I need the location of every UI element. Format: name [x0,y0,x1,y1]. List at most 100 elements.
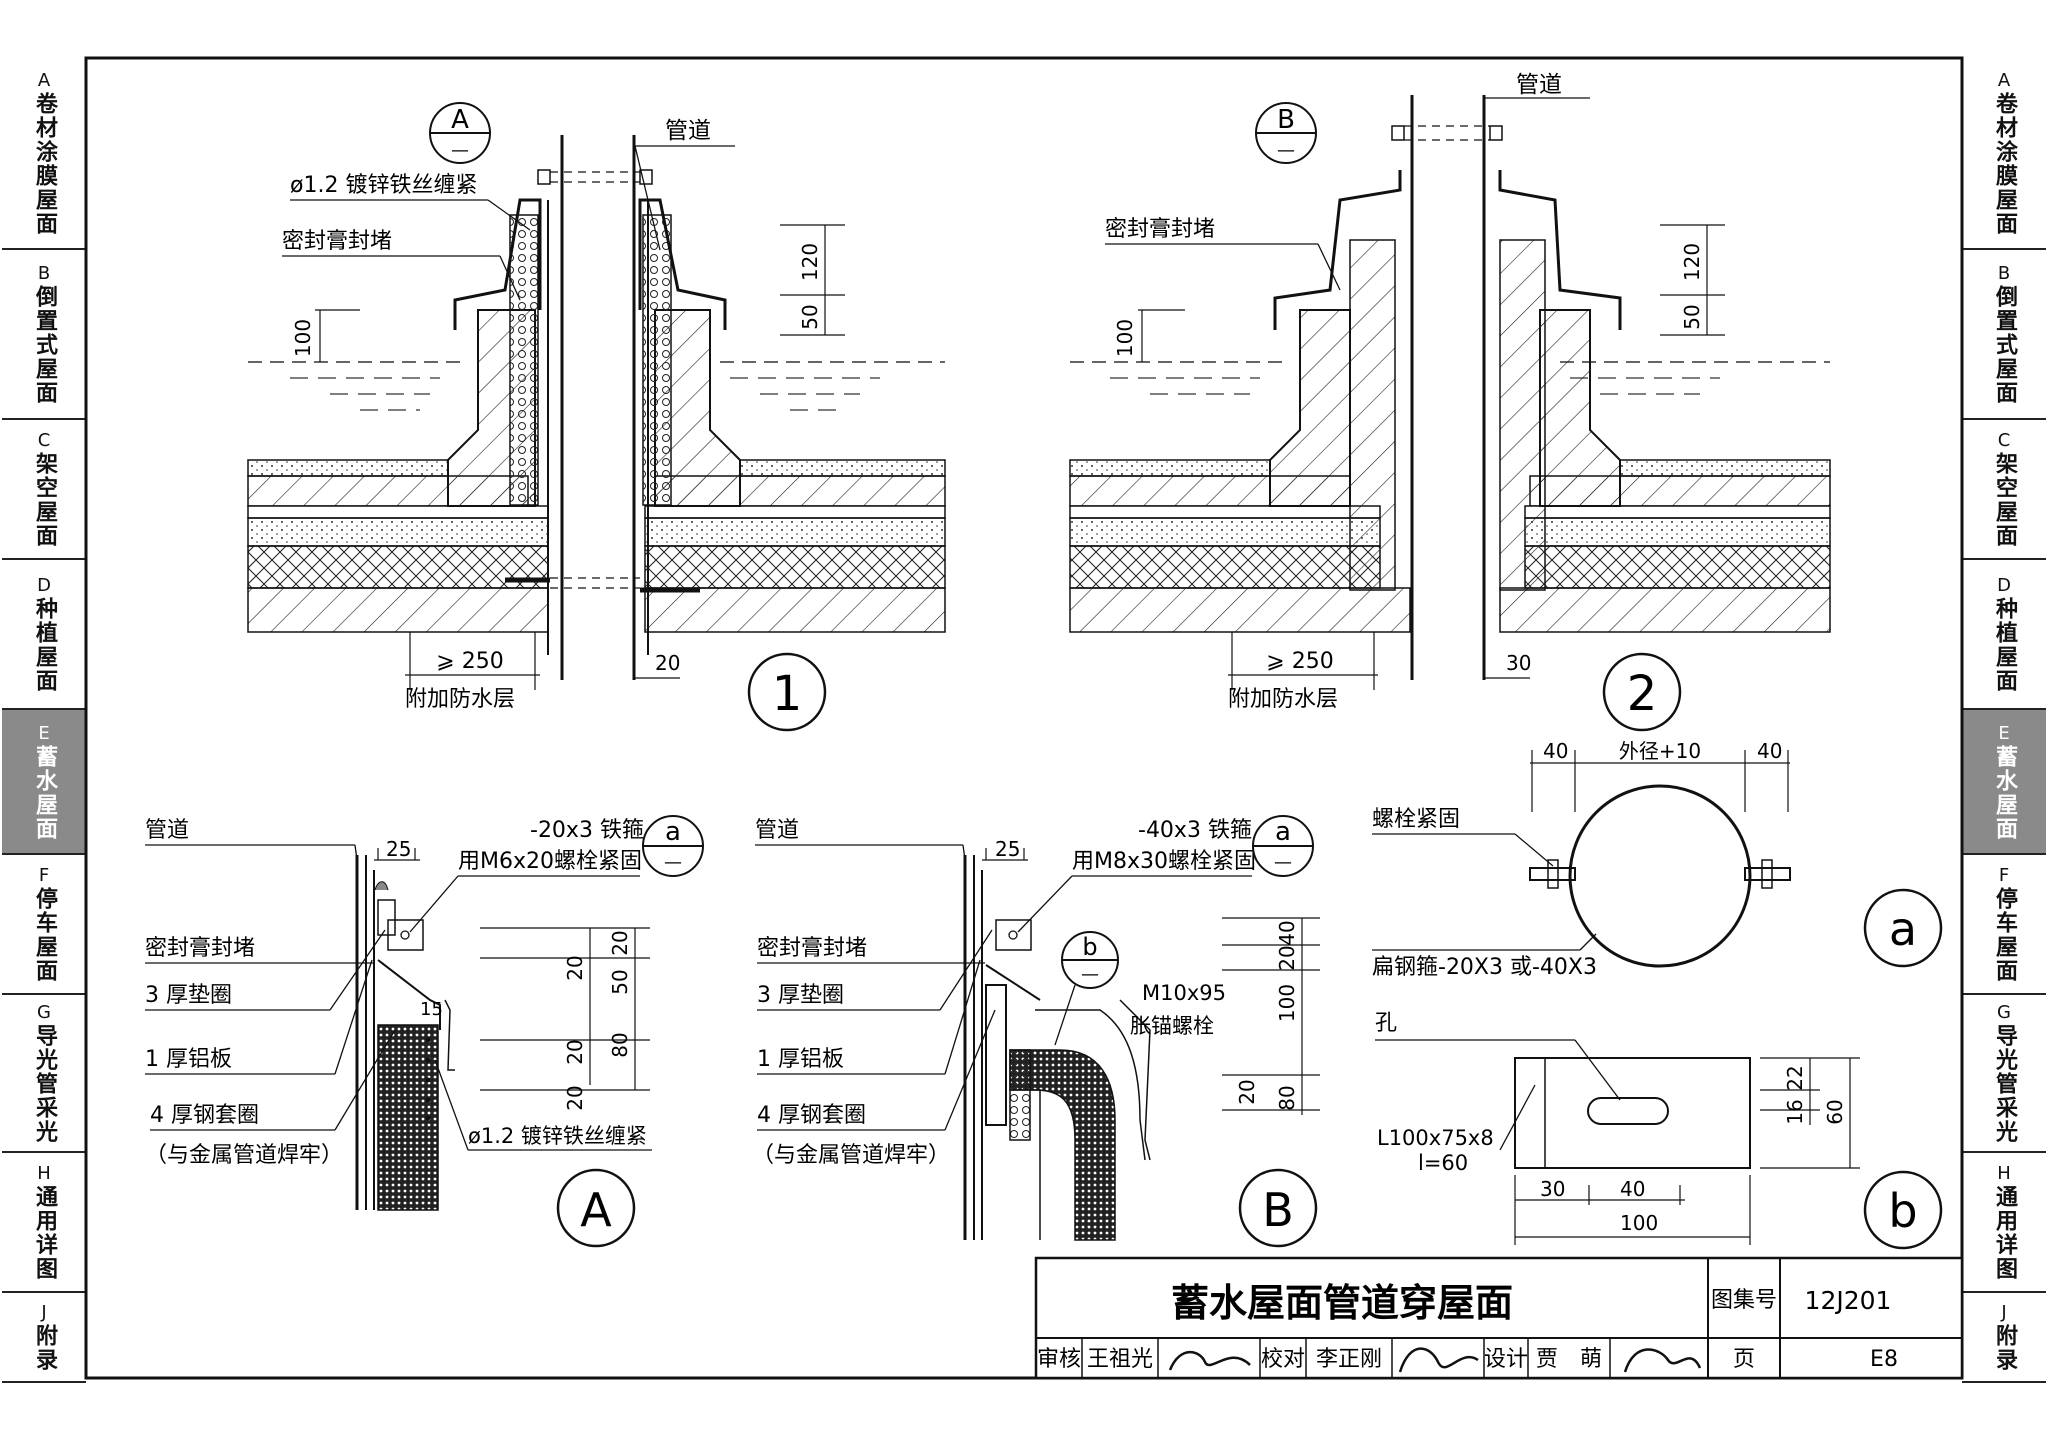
detail-2-section: B — 管道 密封膏封堵 100 120 50 ⩾ 250 附加防水层 30 2 [1069,72,1831,732]
page-label: 页 [1733,1347,1755,1372]
index-tab-letter: D [1997,575,2011,596]
detail-A-pipe: 管道 [145,818,189,843]
detail-2-seal-label: 密封膏封堵 [1105,217,1215,242]
index-tab-label: 种植屋面 [32,597,57,693]
index-tab-letter: H [1997,1163,2011,1184]
detail-b-angle-2: l=60 [1418,1151,1468,1175]
detail-A-dim-l2: 20 [563,1039,587,1064]
detail-B-anchor-1: M10x95 [1142,981,1226,1005]
detail-2-dim-100: 100 [1113,319,1137,357]
index-tab-label: 导光管采光 [32,1024,57,1144]
detail-B-ref-b-dash: — [1081,964,1099,985]
detail-b-dim-60: 60 [1823,1099,1847,1124]
detail-B-band: -40x3 铁箍 [1138,818,1252,843]
index-tab-label: 通用详图 [1992,1185,2017,1281]
index-tab-letter: B [37,263,51,284]
index-tab-letter: F [38,865,50,886]
index-tab-letter: C [37,430,51,451]
detail-A-dim-r1: 20 [608,930,632,955]
index-tab-label: 架空屋面 [1992,452,2017,548]
detail-A-label-5: （与金属管道焊牢） [145,1143,343,1168]
detail-A-label-3: 1 厚铝板 [145,1047,232,1072]
detail-a-steel: 扁钢箍-20X3 或-40X3 [1372,955,1597,980]
drawing-title: 蓄水屋面管道穿屋面 [1171,1281,1513,1325]
reviewer-name: 王祖光 [1087,1347,1153,1372]
detail-B-dim-40: 40 [1275,920,1299,945]
detail-a-title: a [1889,902,1917,956]
detail-B-label-4: 4 厚钢套圈 [757,1103,866,1128]
index-tab-letter: G [1997,1002,2011,1023]
detail-A-ref-a: a [665,817,681,847]
index-tab-letter: A [37,70,51,91]
index-tab-letter: C [1997,430,2011,451]
index-tab-letter: G [37,1002,51,1023]
detail-B-anchor-2: 胀锚螺栓 [1130,1014,1214,1038]
detail-a-dim-od: 外径+10 [1619,739,1701,763]
design-label: 设计 [1484,1347,1528,1372]
detail-A-dim-r2: 50 [608,969,632,994]
detail-2-dim-50: 50 [1680,304,1704,329]
detail-1-extra-layer: 附加防水层 [405,687,515,712]
detail-B-ref-b: b [1082,933,1097,961]
detail-b-dim-40: 40 [1620,1177,1645,1201]
index-tab-letter: E [1998,722,2010,744]
index-tab-label: 附录 [1992,1324,2017,1372]
detail-B-label-3: 1 厚铝板 [757,1047,844,1072]
detail-B-dim-20b: 20 [1235,1079,1259,1104]
detail-a-dim-40l: 40 [1543,739,1568,763]
index-tab-label: 倒置式屋面 [1992,285,2017,405]
detail-b-dim-16: 16 [1783,1099,1807,1124]
detail-A-dim-l3: 20 [563,1085,587,1110]
detail-2-pipe-label: 管道 [1516,72,1562,98]
checker-signature [1398,1347,1479,1373]
designer-name: 贾 萌 [1536,1347,1602,1372]
index-tab-letter: D [37,575,51,596]
detail-b-angle-1: L100x75x8 [1377,1126,1494,1150]
detail-2-ref-letter: B [1277,105,1295,135]
detail-B-title: B [1262,1183,1294,1237]
detail-1-dim-100: 100 [291,319,315,357]
detail-B-bolt: 用M8x30螺栓紧固 [1072,849,1256,874]
detail-B-label-5: （与金属管道焊牢） [752,1143,950,1168]
detail-A-dim-25: 25 [386,837,411,861]
page-number: E8 [1870,1347,1898,1372]
index-tab-label: 卷材涂膜屋面 [32,92,57,236]
index-tab-label: 停车屋面 [32,887,57,983]
detail-A-dim-r3: 80 [608,1032,632,1057]
index-tab-label: 导光管采光 [1992,1024,2017,1144]
detail-2-dim-120: 120 [1680,243,1704,281]
index-tab-label: 蓄水屋面 [1992,744,2017,841]
detail-A-bolt: 用M6x20螺栓紧固 [458,849,642,874]
index-tab-label: 停车屋面 [1992,887,2017,983]
detail-A-ref-dash: — [664,852,682,873]
sheet-border [84,56,1964,1380]
detail-b-hole: 孔 [1375,1011,1397,1036]
title-block: 蓄水屋面管道穿屋面 图集号 12J201 审核 王祖光 校对 李正刚 设计 贾 … [1034,1256,1964,1380]
detail-a-dim-40r: 40 [1757,739,1782,763]
reviewer-signature [1168,1350,1251,1371]
detail-1-ref-letter: A [451,105,469,135]
detail-B-label-2: 3 厚垫圈 [757,983,844,1008]
index-tab-label: 卷材涂膜屋面 [1992,92,2017,236]
